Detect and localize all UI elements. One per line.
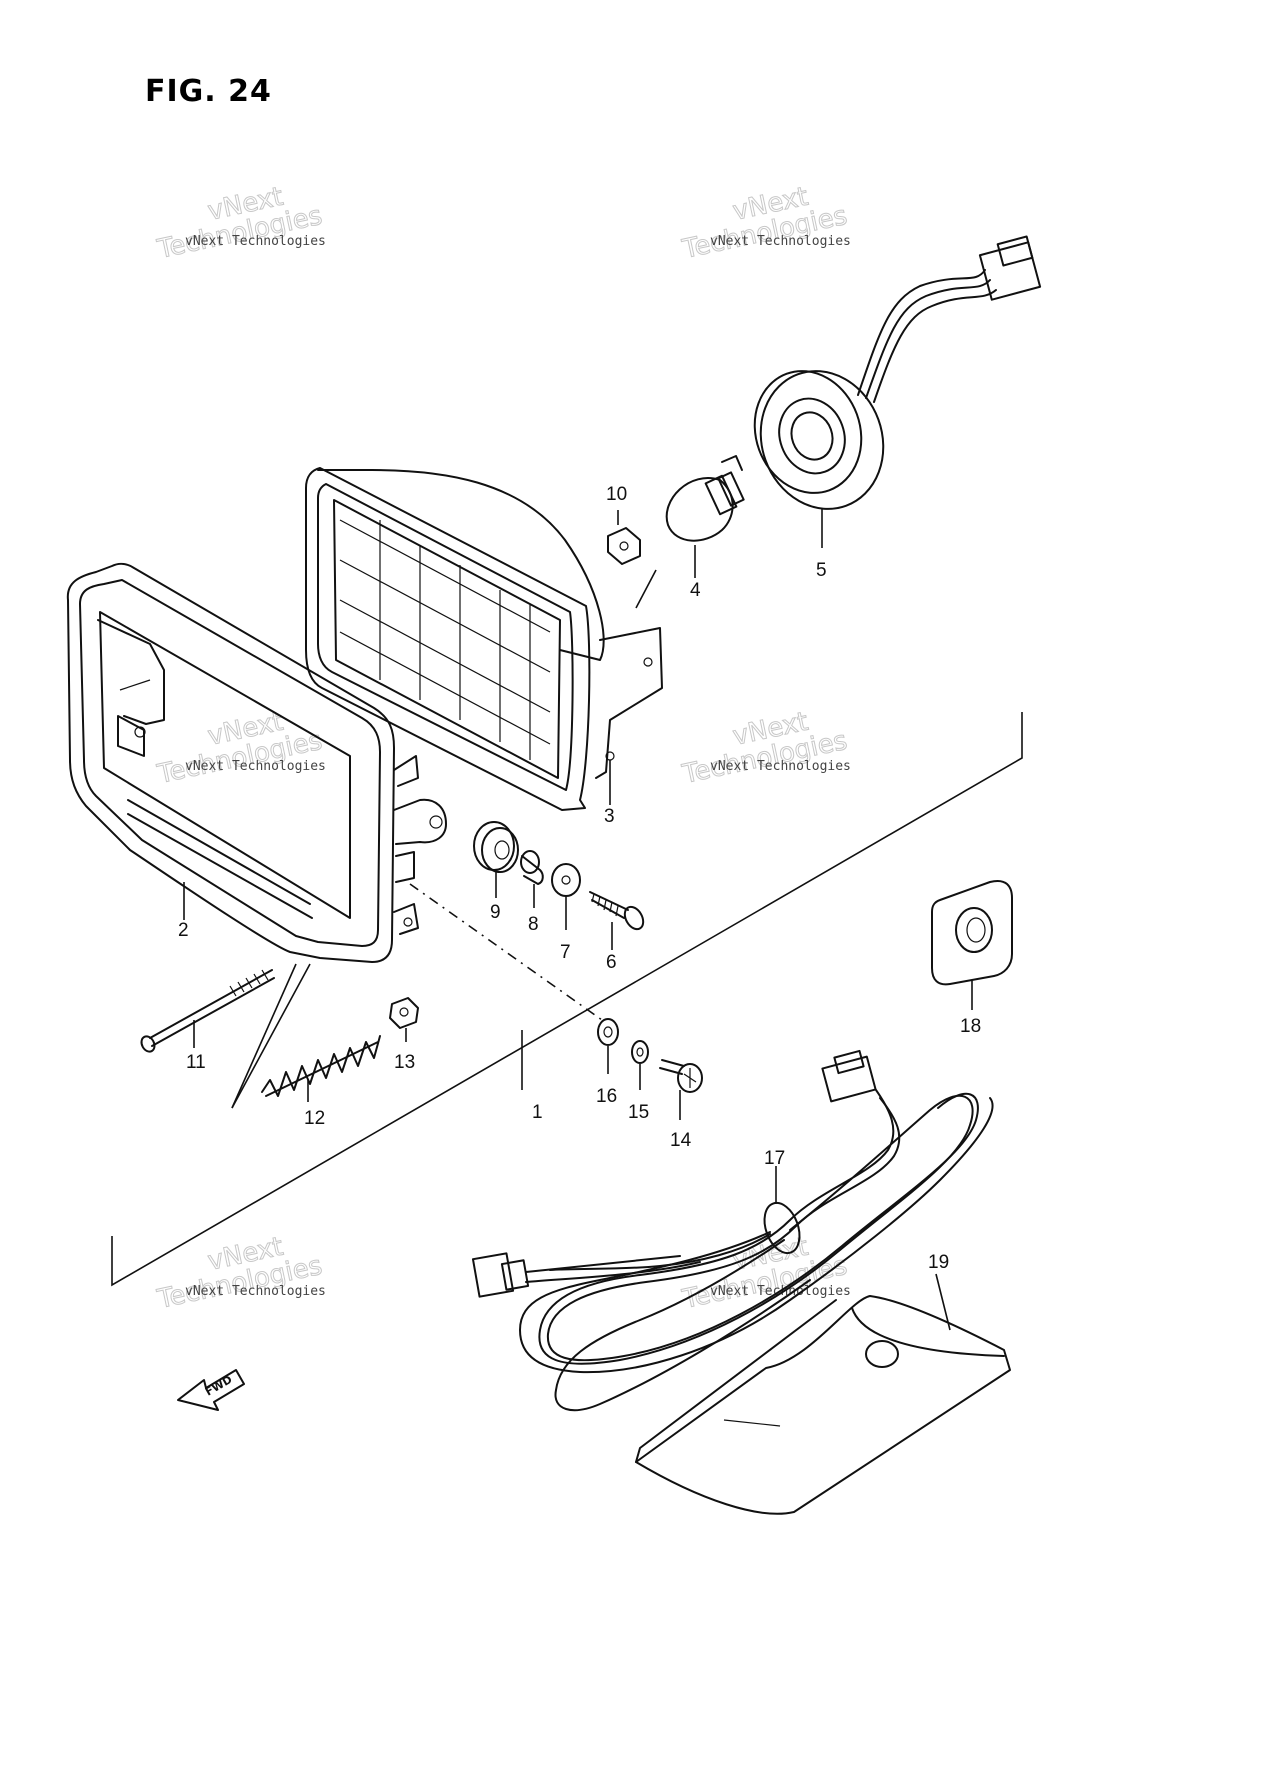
part-3-headlamp-unit <box>305 467 663 811</box>
part-5-socket <box>753 235 1042 548</box>
callout-12: 12 <box>304 1108 325 1129</box>
svg-text:vNext Technologies: vNext Technologies <box>710 759 851 774</box>
part-2-housing <box>66 562 447 963</box>
callout-16: 16 <box>596 1086 617 1107</box>
callout-3: 3 <box>604 806 615 827</box>
part-8-collar <box>520 850 544 908</box>
callout-6: 6 <box>606 952 617 973</box>
part-17-wiring-harness <box>471 1049 994 1412</box>
callout-18: 18 <box>960 1016 981 1037</box>
part-13-nut <box>389 997 419 1042</box>
callout-10: 10 <box>606 484 627 505</box>
watermark-top-left: vNext Technologies vNext Technologies <box>154 181 326 265</box>
callout-17: 17 <box>764 1148 785 1169</box>
callout-5: 5 <box>816 560 827 581</box>
svg-text:vNext Technologies: vNext Technologies <box>185 234 326 249</box>
callout-14: 14 <box>670 1130 692 1151</box>
part-4-bulb <box>665 455 745 578</box>
part-16-washer <box>597 1018 619 1074</box>
watermark-top-right: vNext Technologies vNext Technologies <box>679 181 851 265</box>
part-6-screw <box>589 891 645 950</box>
assembly-boundary <box>111 712 1023 1287</box>
callout-8: 8 <box>528 914 539 935</box>
callout-11: 11 <box>186 1052 206 1073</box>
callout-13: 13 <box>394 1052 415 1073</box>
watermark-mid-right: vNext Technologies vNext Technologies <box>679 706 851 790</box>
svg-text:vNext Technologies: vNext Technologies <box>185 759 326 774</box>
svg-text:vNext Technologies: vNext Technologies <box>710 234 851 249</box>
callout-19: 19 <box>928 1252 949 1273</box>
fwd-direction-arrow: FWD <box>177 1369 245 1411</box>
part-7-washer <box>551 863 581 930</box>
part-11-bolt <box>140 969 275 1053</box>
alignment-centerline <box>409 883 603 1090</box>
part-10-nut <box>607 510 657 609</box>
part-19-pouch <box>635 1273 1011 1515</box>
figure-title: FIG. 24 <box>145 74 272 109</box>
callout-1: 1 <box>532 1102 543 1123</box>
watermark-mid-left: vNext Technologies vNext Technologies <box>154 706 326 790</box>
callout-7: 7 <box>560 942 571 963</box>
watermark-bottom-left: vNext Technologies vNext Technologies <box>154 1231 326 1315</box>
callout-9: 9 <box>490 902 501 923</box>
callout-2: 2 <box>178 920 189 941</box>
svg-text:vNext Technologies: vNext Technologies <box>185 1284 326 1299</box>
part-15-lockwasher <box>631 1040 649 1090</box>
part-12-spring <box>231 963 381 1109</box>
part-14-screw <box>659 1059 703 1120</box>
callout-15: 15 <box>628 1102 649 1123</box>
part-18-grommet <box>931 880 1013 1010</box>
callout-4: 4 <box>690 580 701 601</box>
svg-text:FWD: FWD <box>203 1373 234 1399</box>
part-9-grommet <box>473 821 519 898</box>
